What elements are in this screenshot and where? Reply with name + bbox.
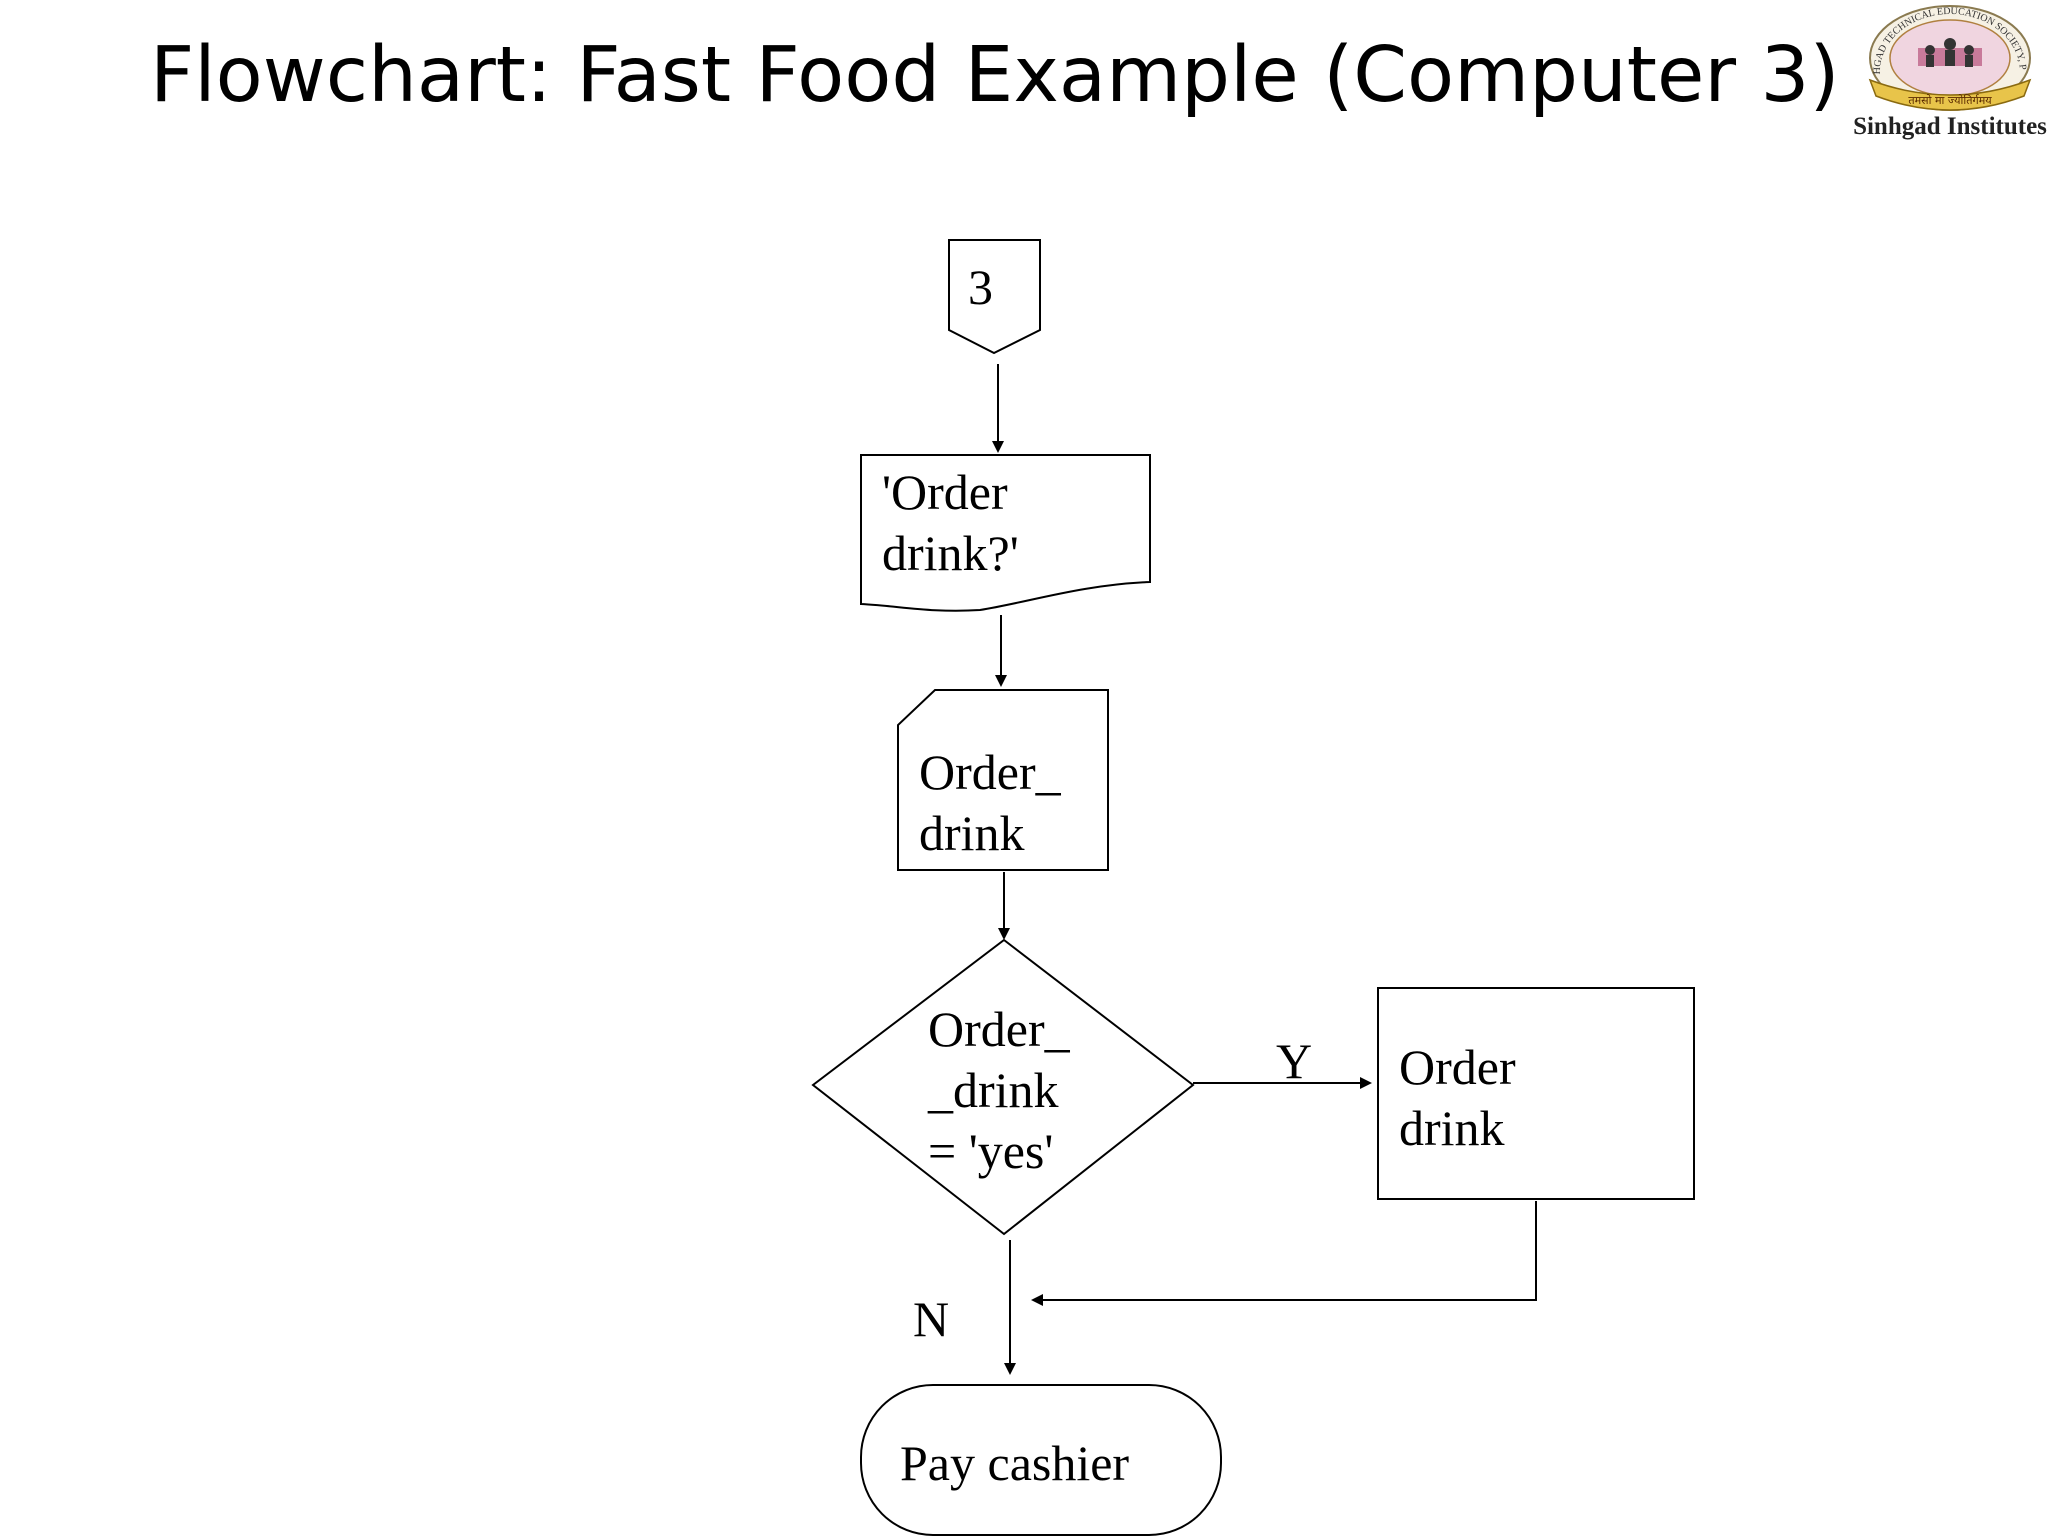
terminal-shape bbox=[860, 1384, 1222, 1536]
decision-label-line2: _drink bbox=[927, 1062, 1059, 1118]
logo-banner-text: तमसो मा ज्योतिर्गमय bbox=[1908, 94, 1992, 107]
off-page-connector-shape bbox=[948, 239, 1041, 355]
terminal-label: Pay cashier bbox=[900, 1435, 1129, 1491]
display-label-line2: drink?' bbox=[882, 525, 1019, 581]
decision-diamond-shape bbox=[811, 938, 1195, 1236]
slide-title: Flowchart: Fast Food Example (Computer 3… bbox=[150, 31, 1840, 120]
institute-logo: SINHGAD TECHNICAL EDUCATION SOCIETY, PUN… bbox=[1852, 0, 2047, 140]
display-label-line1: 'Order bbox=[882, 464, 1008, 520]
decision-label-line3: = 'yes' bbox=[928, 1123, 1053, 1179]
process-box-shape bbox=[1377, 987, 1695, 1200]
no-branch-label: N bbox=[913, 1291, 949, 1347]
input-card-shape bbox=[897, 689, 1109, 871]
yes-branch-label: Y bbox=[1276, 1033, 1312, 1089]
process-label-line1: Order bbox=[1399, 1039, 1516, 1095]
display-shape bbox=[860, 454, 1151, 612]
connector-label: 3 bbox=[968, 259, 993, 315]
arrow-process-return bbox=[1031, 1201, 1537, 1306]
input-label-line2: drink bbox=[919, 805, 1025, 861]
decision-label-line1: Order_ bbox=[928, 1001, 1071, 1057]
process-label-line2: drink bbox=[1399, 1100, 1505, 1156]
logo-caption: Sinhgad Institutes bbox=[1853, 113, 2047, 140]
input-label-line1: Order_ bbox=[919, 744, 1062, 800]
